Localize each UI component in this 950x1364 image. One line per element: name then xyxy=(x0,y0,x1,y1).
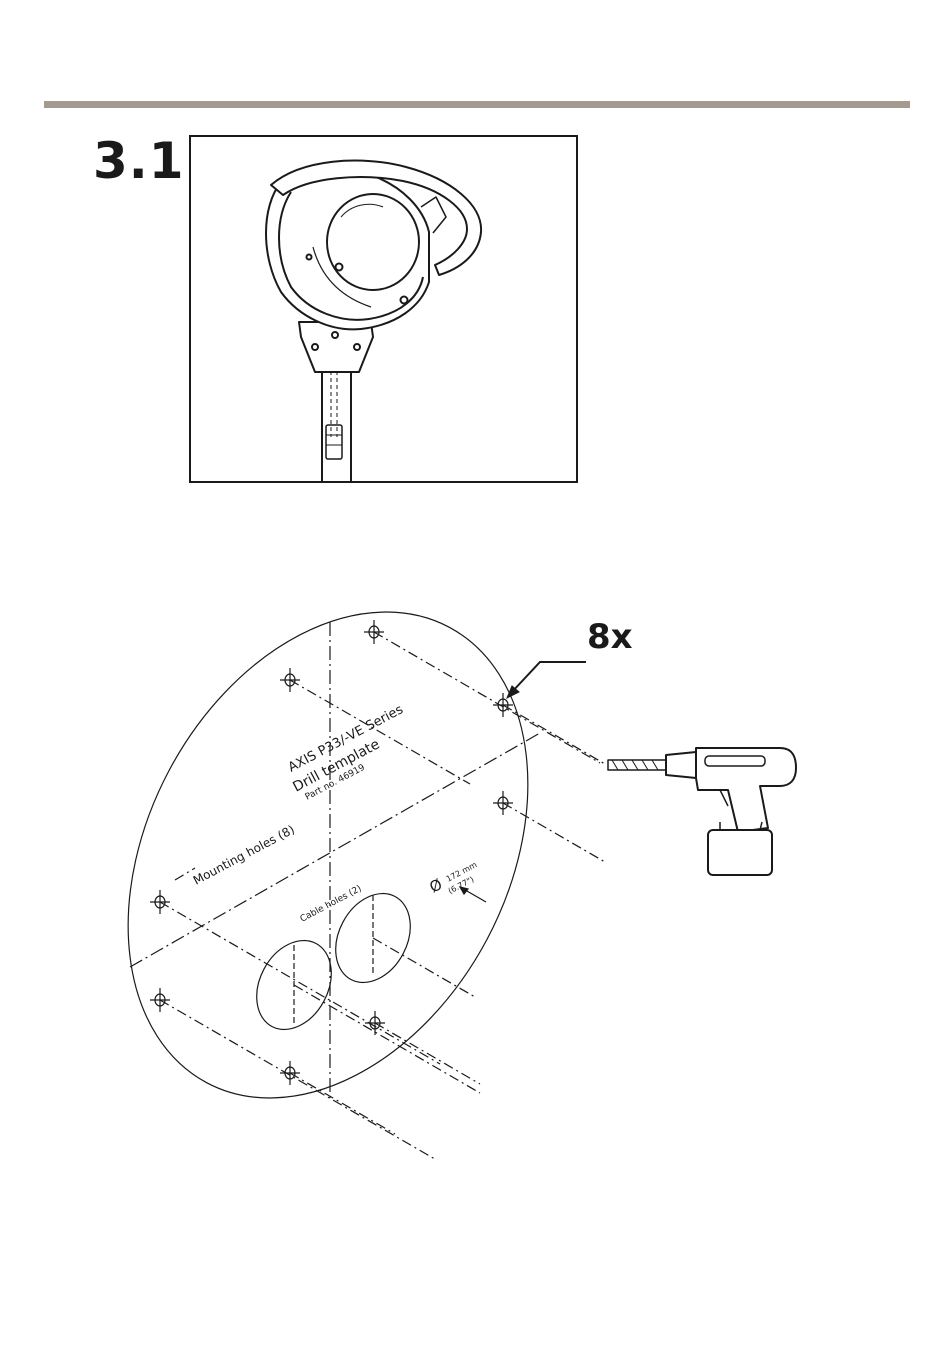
diameter-symbol: Ø xyxy=(426,875,445,897)
cable-holes-label: Cable holes (2) xyxy=(299,884,364,925)
hole-count-callout: 8x xyxy=(587,620,633,654)
camera-illustration-frame xyxy=(189,135,578,483)
step-number: 3.1 xyxy=(93,136,185,186)
header-rule xyxy=(44,101,910,108)
drill-template-icon: AXIS P33/-VE Series Drill template Part … xyxy=(0,560,950,1160)
drill-template-figure: AXIS P33/-VE Series Drill template Part … xyxy=(0,560,950,1160)
dome-camera-icon xyxy=(191,137,576,481)
drill-icon xyxy=(608,748,796,875)
mounting-holes-label: Mounting holes (8) xyxy=(191,822,297,887)
